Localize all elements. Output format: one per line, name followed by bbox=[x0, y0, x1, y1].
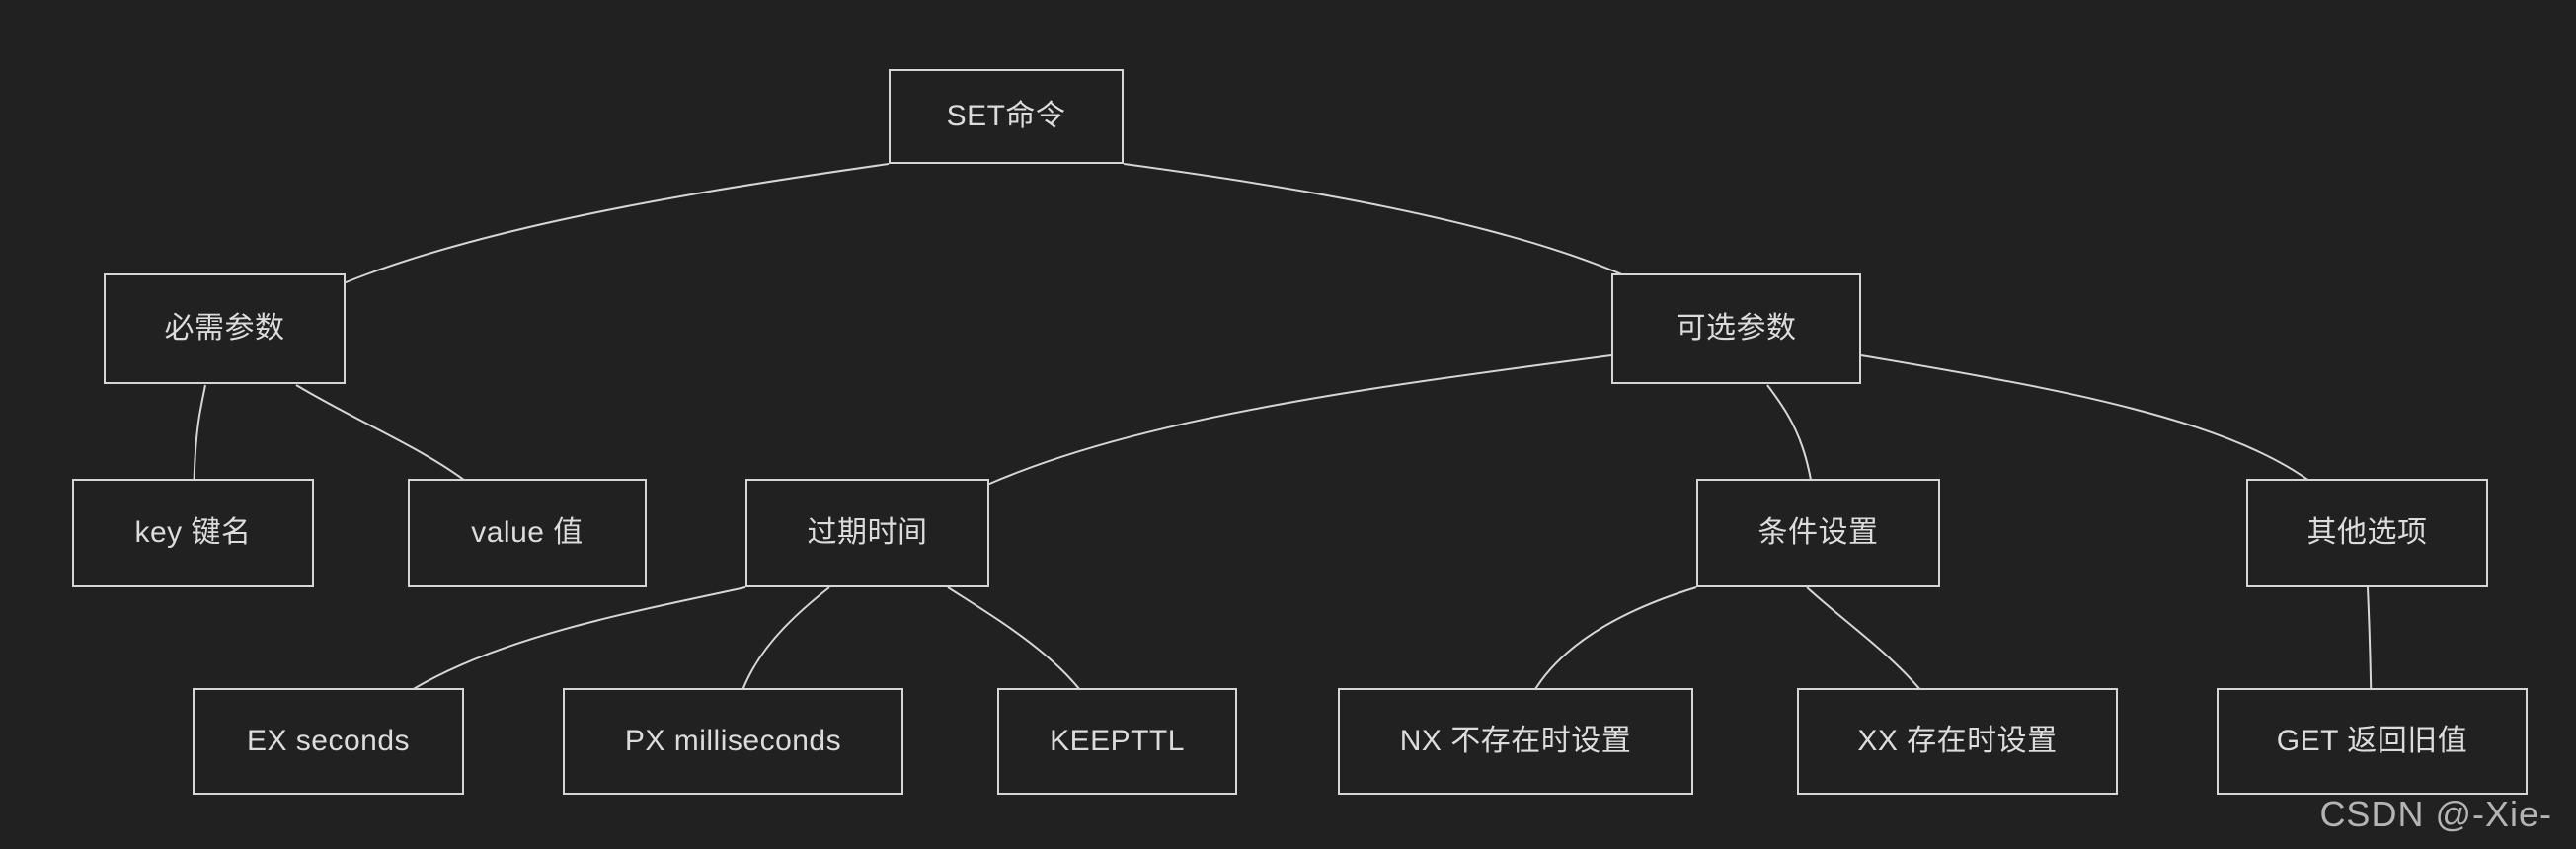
node-label: XX 存在时设置 bbox=[1857, 725, 2058, 757]
watermark: CSDN @-Xie- bbox=[2319, 794, 2552, 834]
node-keepttl[interactable]: KEEPTTL bbox=[997, 688, 1237, 795]
node-label: SET命令 bbox=[946, 100, 1066, 132]
node-label: 条件设置 bbox=[1757, 516, 1879, 549]
node-root[interactable]: SET命令 bbox=[889, 69, 1124, 164]
node-key[interactable]: key 键名 bbox=[72, 479, 314, 587]
node-label: EX seconds bbox=[246, 725, 411, 757]
node-label: 必需参数 bbox=[164, 312, 285, 345]
node-get[interactable]: GET 返回旧值 bbox=[2217, 688, 2528, 795]
node-ex[interactable]: EX seconds bbox=[193, 688, 464, 795]
node-label: NX 不存在时设置 bbox=[1399, 725, 1632, 757]
node-label: PX milliseconds bbox=[624, 725, 842, 757]
node-expire[interactable]: 过期时间 bbox=[745, 479, 989, 587]
node-label: 过期时间 bbox=[807, 516, 928, 549]
node-label: 其他选项 bbox=[2306, 516, 2428, 549]
node-label: value 值 bbox=[471, 516, 584, 549]
node-label: GET 返回旧值 bbox=[2276, 725, 2468, 757]
node-px[interactable]: PX milliseconds bbox=[563, 688, 903, 795]
node-condition[interactable]: 条件设置 bbox=[1696, 479, 1940, 587]
node-value[interactable]: value 值 bbox=[408, 479, 647, 587]
node-label: KEEPTTL bbox=[1050, 725, 1185, 757]
node-label: 可选参数 bbox=[1676, 312, 1797, 345]
node-xx[interactable]: XX 存在时设置 bbox=[1797, 688, 2118, 795]
node-others[interactable]: 其他选项 bbox=[2246, 479, 2488, 587]
node-optional[interactable]: 可选参数 bbox=[1611, 273, 1861, 384]
node-nx[interactable]: NX 不存在时设置 bbox=[1338, 688, 1693, 795]
node-required[interactable]: 必需参数 bbox=[104, 273, 346, 384]
edge-paths bbox=[183, 163, 2381, 781]
node-label: key 键名 bbox=[134, 516, 252, 549]
